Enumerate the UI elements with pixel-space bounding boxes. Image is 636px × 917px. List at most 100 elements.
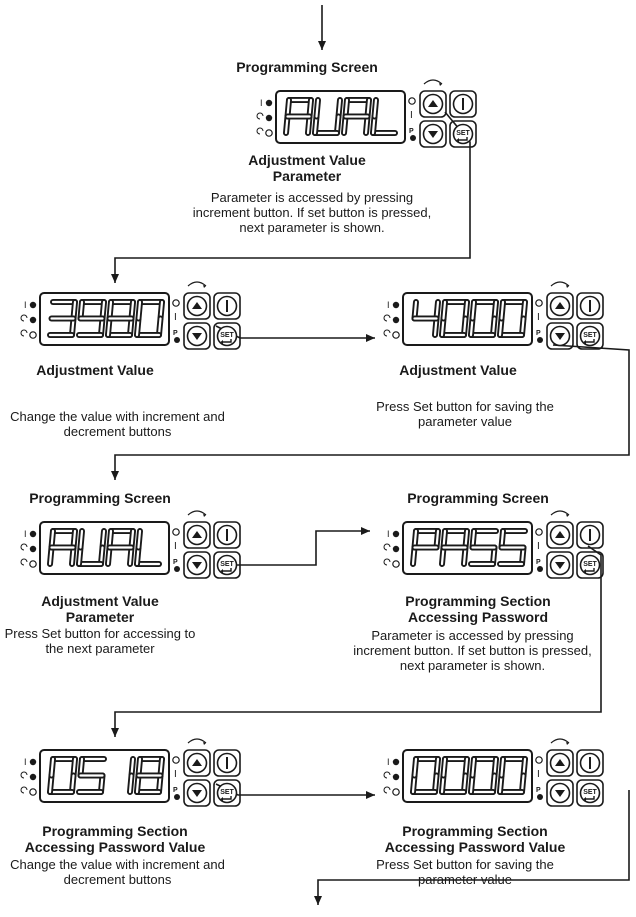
increment-button[interactable] bbox=[546, 521, 574, 549]
increment-button-frame[interactable] bbox=[183, 292, 211, 320]
display-digit bbox=[439, 299, 470, 338]
display-digit bbox=[76, 299, 107, 338]
output-2-led-icon bbox=[29, 773, 37, 781]
decrement-button[interactable] bbox=[546, 322, 574, 350]
set-button[interactable]: SET bbox=[576, 551, 604, 579]
power-button-frame[interactable] bbox=[576, 521, 604, 549]
set-button-frame[interactable] bbox=[576, 551, 604, 579]
increment-button[interactable] bbox=[546, 749, 574, 777]
increment-button[interactable] bbox=[546, 292, 574, 320]
set-button[interactable]: SET bbox=[576, 779, 604, 807]
power-button-frame[interactable] bbox=[576, 749, 604, 777]
decrement-button[interactable] bbox=[546, 551, 574, 579]
increment-arrow-icon bbox=[192, 302, 202, 309]
power-button-frame[interactable] bbox=[576, 292, 604, 320]
set-button[interactable]: SET bbox=[576, 322, 604, 350]
enter-arrow-icon bbox=[220, 797, 223, 801]
decrement-button-frame[interactable] bbox=[419, 120, 447, 148]
panel-caption: Change the value with increment and decr… bbox=[10, 857, 225, 887]
set-button-frame[interactable] bbox=[576, 779, 604, 807]
panel-subtitle: Adjustment Value Parameter bbox=[248, 152, 366, 184]
set-label: SET bbox=[583, 789, 597, 796]
power-button[interactable] bbox=[213, 749, 241, 777]
increment-button[interactable] bbox=[419, 90, 447, 118]
decrement-button-frame[interactable] bbox=[546, 779, 574, 807]
set-button-frame[interactable] bbox=[449, 120, 477, 148]
program-led-icon bbox=[537, 566, 543, 572]
decrement-button[interactable] bbox=[546, 779, 574, 807]
curved-arrow-head-icon bbox=[566, 514, 569, 517]
decrement-button[interactable] bbox=[183, 551, 211, 579]
power-button[interactable] bbox=[576, 292, 604, 320]
set-button[interactable]: SET bbox=[213, 551, 241, 579]
curved-arrow-head-icon bbox=[203, 514, 206, 517]
set-button-frame[interactable] bbox=[213, 551, 241, 579]
set-button[interactable]: SET bbox=[449, 120, 477, 148]
increment-button[interactable] bbox=[183, 749, 211, 777]
output-2-led-icon bbox=[392, 773, 400, 781]
status-bar-label: I bbox=[537, 769, 540, 780]
segment-core bbox=[471, 300, 476, 320]
set-button-frame[interactable] bbox=[213, 779, 241, 807]
cycle-alt-icon bbox=[20, 558, 28, 566]
decrement-button[interactable] bbox=[419, 120, 447, 148]
increment-button-frame[interactable] bbox=[546, 292, 574, 320]
decrement-button-frame[interactable] bbox=[546, 551, 574, 579]
increment-button[interactable] bbox=[183, 521, 211, 549]
increment-button-frame[interactable] bbox=[546, 521, 574, 549]
panel-caption: Press Set button for saving the paramete… bbox=[376, 857, 554, 887]
power-button[interactable] bbox=[576, 521, 604, 549]
output-2-led-icon bbox=[29, 545, 37, 553]
enter-icon bbox=[459, 137, 468, 141]
cycle-icon bbox=[383, 314, 391, 322]
enter-icon bbox=[223, 339, 232, 343]
decrement-button-frame[interactable] bbox=[183, 322, 211, 350]
output-3-led-icon bbox=[29, 331, 37, 339]
display-digit bbox=[497, 528, 528, 567]
panel-caption: Press Set button for saving the paramete… bbox=[376, 399, 554, 429]
status-led-icon bbox=[172, 756, 180, 764]
increment-button-frame[interactable] bbox=[183, 521, 211, 549]
power-button-frame[interactable] bbox=[213, 292, 241, 320]
power-button-frame[interactable] bbox=[213, 521, 241, 549]
set-button-frame[interactable] bbox=[576, 322, 604, 350]
power-button[interactable] bbox=[213, 521, 241, 549]
display-digit bbox=[410, 528, 441, 567]
power-button-frame[interactable] bbox=[213, 749, 241, 777]
panel-title: Programming Screen bbox=[236, 59, 378, 75]
power-button[interactable] bbox=[576, 749, 604, 777]
decrement-arrow-icon bbox=[555, 562, 565, 569]
decrement-button[interactable] bbox=[183, 322, 211, 350]
increment-button[interactable] bbox=[183, 292, 211, 320]
increment-button-frame[interactable] bbox=[419, 90, 447, 118]
output-3-led-icon bbox=[392, 788, 400, 796]
power-button[interactable] bbox=[213, 292, 241, 320]
set-button[interactable]: SET bbox=[213, 322, 241, 350]
panel-caption: Press Set button for accessing to the ne… bbox=[4, 626, 196, 656]
status-led-icon bbox=[408, 97, 416, 105]
increment-button-frame[interactable] bbox=[546, 749, 574, 777]
power-button-frame[interactable] bbox=[449, 90, 477, 118]
increment-button-frame[interactable] bbox=[183, 749, 211, 777]
display-digit bbox=[283, 97, 314, 136]
set-button[interactable]: SET bbox=[213, 779, 241, 807]
decrement-button[interactable] bbox=[183, 779, 211, 807]
set-button-frame[interactable] bbox=[213, 322, 241, 350]
power-button[interactable] bbox=[449, 90, 477, 118]
decrement-button-frame[interactable] bbox=[546, 322, 574, 350]
decrement-button-frame[interactable] bbox=[183, 779, 211, 807]
output-3-led-icon bbox=[29, 788, 37, 796]
status-led-icon bbox=[535, 528, 543, 536]
decrement-button-frame[interactable] bbox=[183, 551, 211, 579]
display-digit bbox=[76, 756, 107, 795]
cycle-icon bbox=[383, 771, 391, 779]
set-label: SET bbox=[220, 332, 234, 339]
cycle-alt-icon bbox=[20, 786, 28, 794]
enter-icon bbox=[586, 796, 595, 800]
display-digit bbox=[47, 299, 78, 338]
